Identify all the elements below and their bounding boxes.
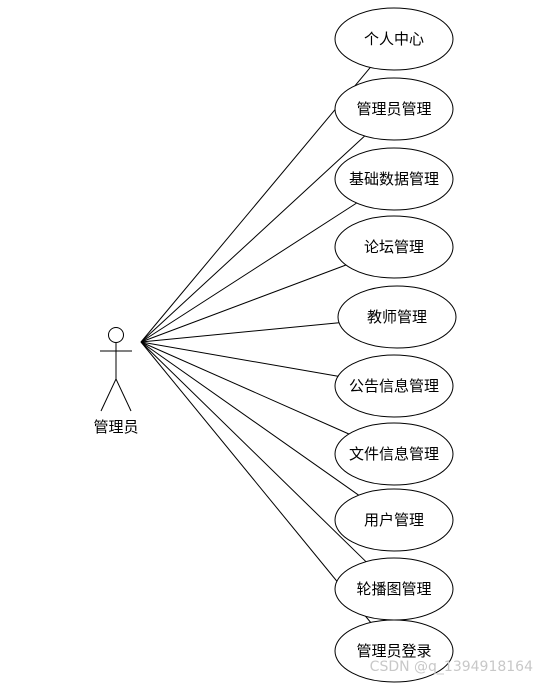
association-line (140, 67, 371, 343)
use-case: 论坛管理 (334, 215, 454, 279)
associations (140, 67, 372, 623)
use-case-label: 轮播图管理 (356, 580, 431, 598)
use-case-ellipse (334, 7, 454, 71)
association-line (140, 202, 357, 343)
use-case-label: 教师管理 (367, 308, 427, 326)
use-case-ellipse (337, 285, 457, 349)
use-case: 用户管理 (334, 488, 454, 552)
use-case: 教师管理 (337, 285, 457, 349)
use-case-label: 管理员管理 (356, 100, 431, 118)
actor-label: 管理员 (93, 418, 138, 436)
use-case-ellipse (334, 215, 454, 279)
use-cases: 个人中心管理员管理基础数据管理论坛管理教师管理公告信息管理文件信息管理用户管理轮… (334, 7, 457, 683)
watermark: CSDN @q_1394918164 (370, 659, 533, 675)
actor-left-leg (100, 378, 117, 412)
use-case-ellipse (334, 147, 454, 211)
use-case-ellipse (334, 422, 454, 486)
use-case: 个人中心 (334, 7, 454, 71)
use-case-label: 用户管理 (364, 511, 424, 529)
use-case-ellipse (334, 619, 454, 683)
association-line (140, 135, 366, 343)
association-line (140, 341, 339, 377)
actor-right-leg (115, 378, 132, 412)
use-case-label: 文件信息管理 (349, 445, 439, 463)
association-line (140, 341, 359, 496)
use-case-label: 管理员登录 (356, 642, 431, 660)
use-case-ellipse (334, 488, 454, 552)
use-case: 管理员登录 (334, 619, 454, 683)
association-line (140, 264, 347, 343)
use-case: 轮播图管理 (334, 557, 454, 621)
use-case-label: 公告信息管理 (349, 377, 439, 395)
use-case-label: 个人中心 (364, 30, 424, 48)
association-line (140, 322, 340, 343)
use-case: 管理员管理 (334, 77, 454, 141)
actor-head (108, 327, 124, 343)
use-case: 基础数据管理 (334, 147, 454, 211)
use-case-ellipse (334, 354, 454, 418)
use-case: 公告信息管理 (334, 354, 454, 418)
use-case-ellipse (334, 77, 454, 141)
association-line (140, 341, 367, 563)
association-line (140, 341, 372, 623)
use-case-label: 论坛管理 (364, 238, 424, 256)
use-case-label: 基础数据管理 (349, 170, 439, 188)
use-case: 文件信息管理 (334, 422, 454, 486)
association-line (140, 341, 350, 435)
actor: 管理员 (93, 327, 139, 436)
